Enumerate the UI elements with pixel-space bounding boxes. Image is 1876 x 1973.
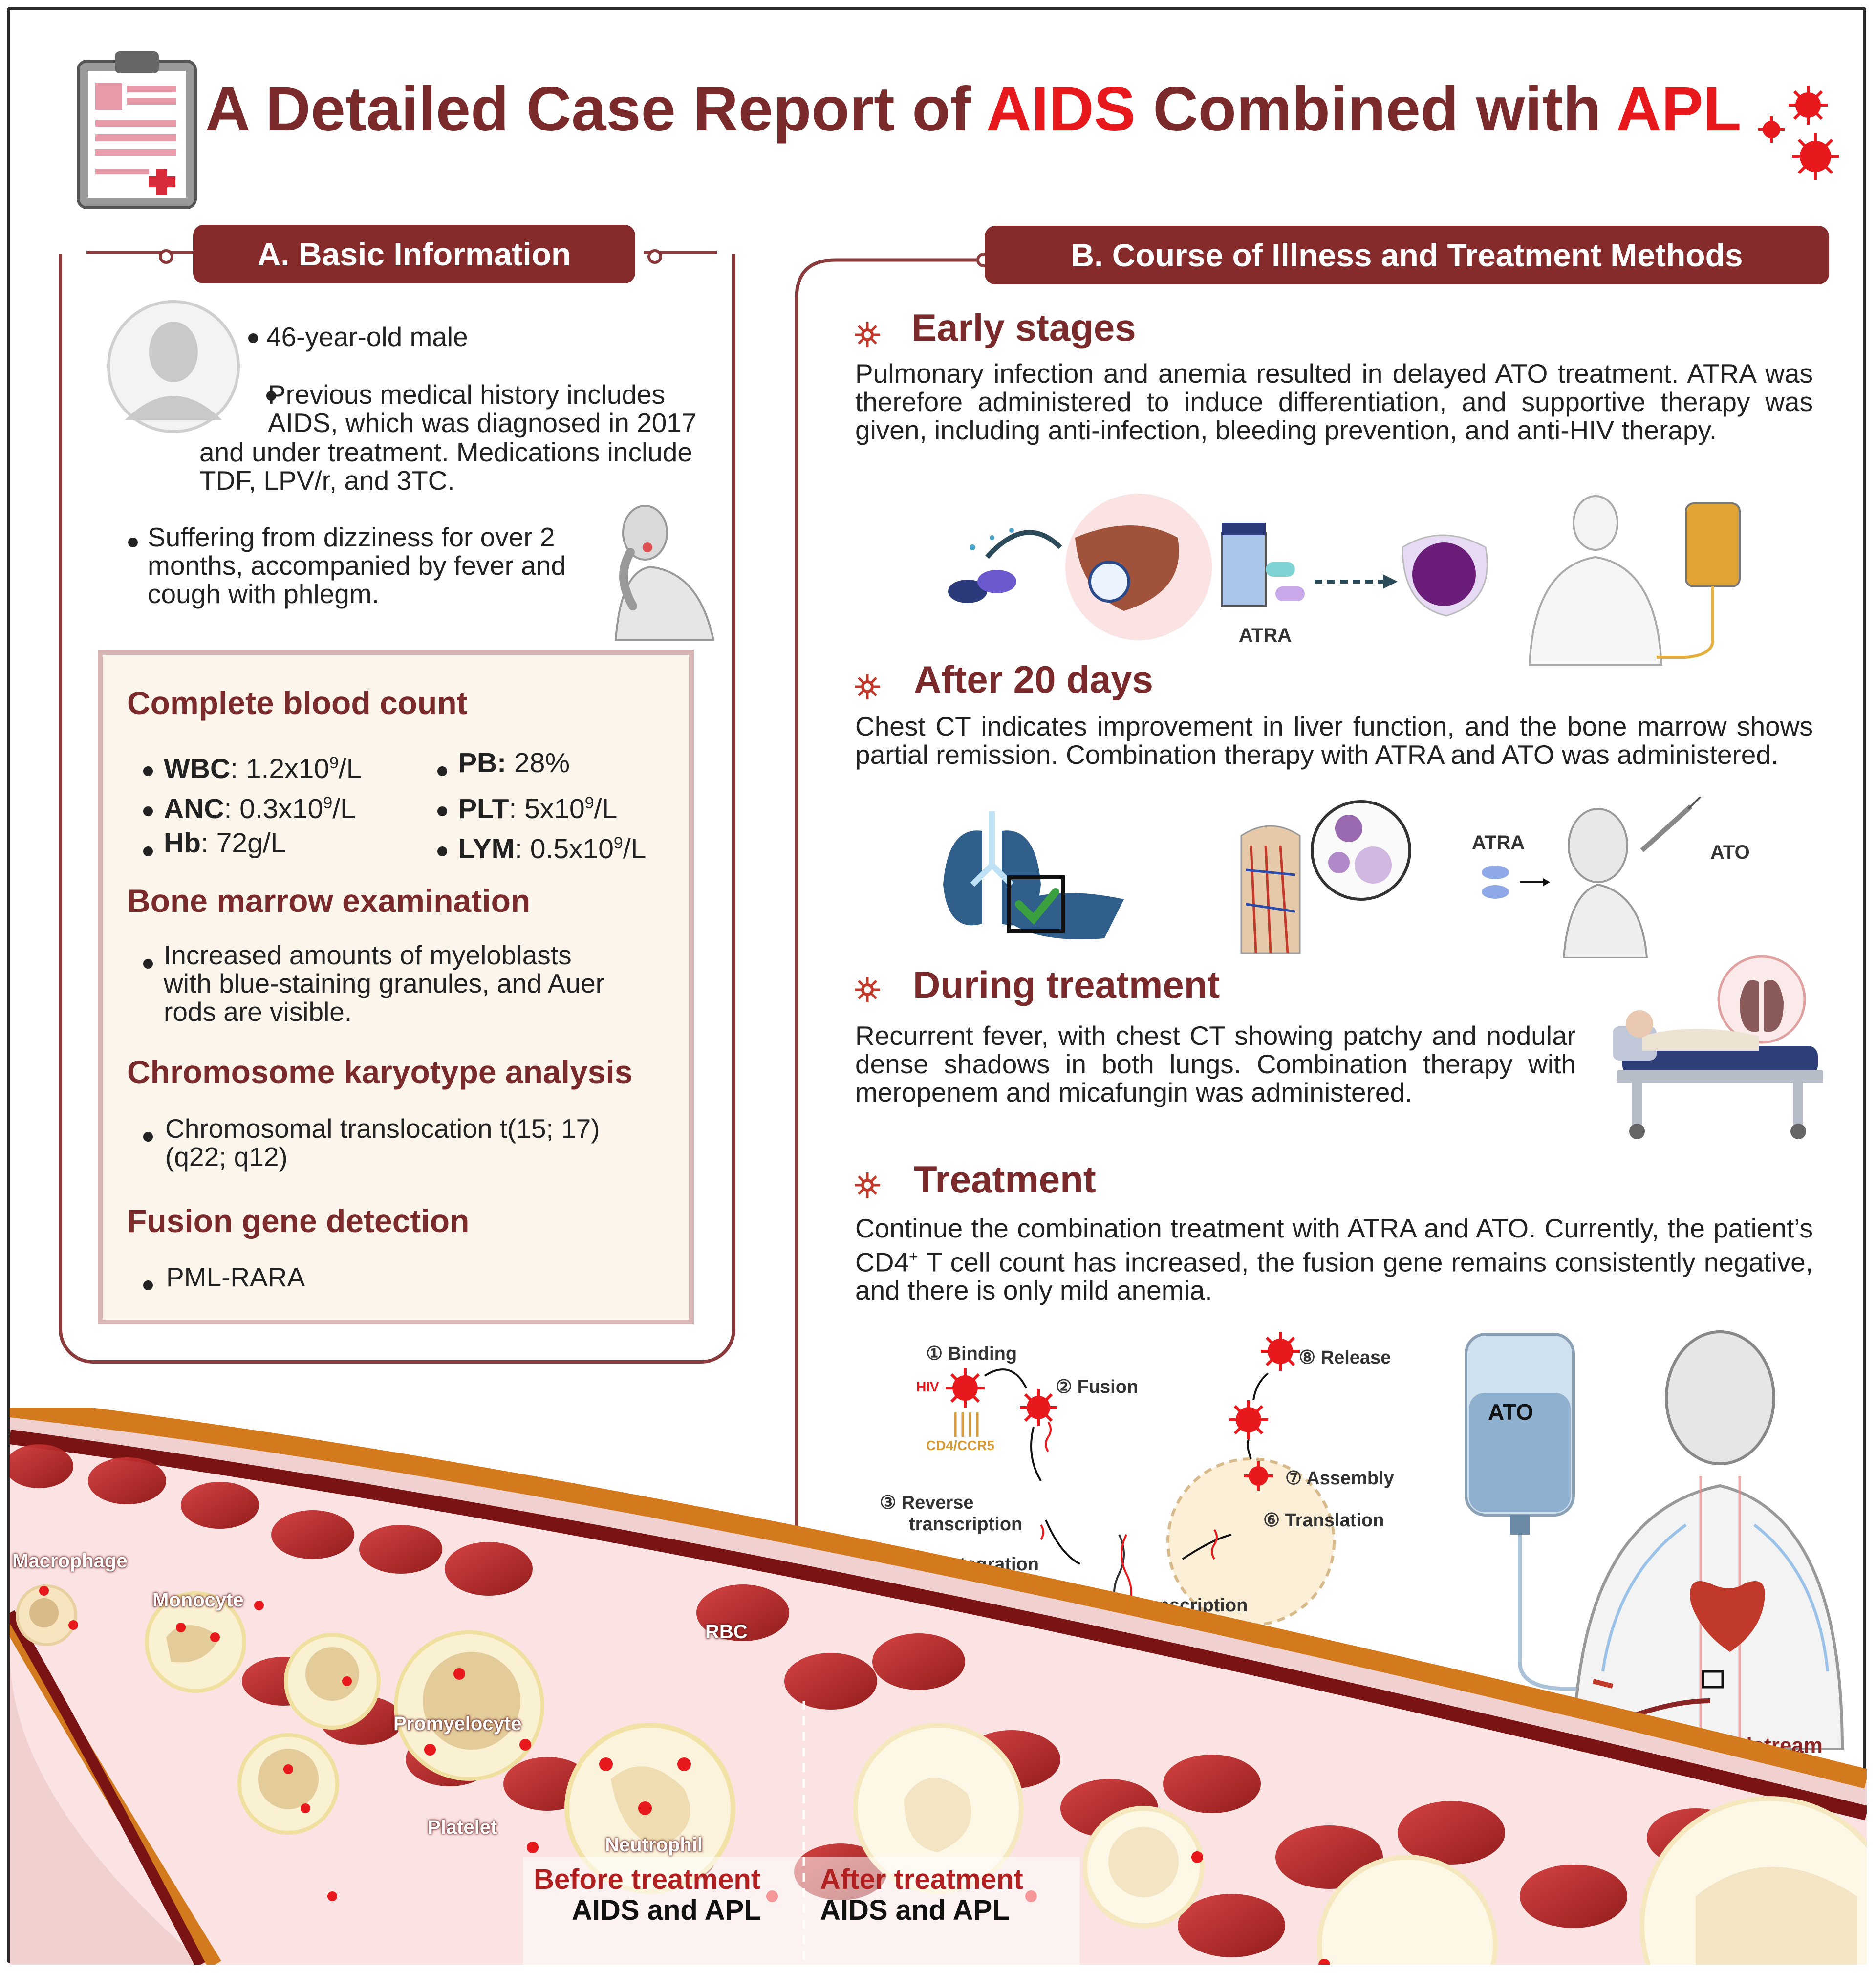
early-atra-label: ATRA xyxy=(1239,625,1292,646)
cbc-wbc: WBC: 1.2x109/L xyxy=(164,753,362,784)
treatment-title: Treatment xyxy=(914,1158,1096,1201)
sick-patient-illustration xyxy=(614,505,715,641)
day20-ato-label: ATO xyxy=(1710,842,1750,863)
bm-line-2: with blue-staining granules, and Auer xyxy=(164,968,604,998)
promyelocyte-label: Promyelocyte xyxy=(393,1713,522,1735)
step-reverse: ③ Reverse xyxy=(880,1493,974,1513)
cbc-lym: LYM: 0.5x109/L xyxy=(458,833,647,865)
history-line-2: AIDS, which was diagnosed in 2017 xyxy=(268,408,697,438)
early-stages-title: Early stages xyxy=(911,306,1136,349)
history-line-1: Previous medical history includes xyxy=(268,379,666,410)
step-binding: ① Binding xyxy=(926,1344,1017,1364)
platelet-label: Platelet xyxy=(428,1817,497,1838)
connector-dot xyxy=(159,249,173,264)
after-20-days-title: After 20 days xyxy=(914,658,1153,701)
early-stages-text: Pulmonary infection and anemia resulted … xyxy=(855,358,1813,445)
header-course-of-illness: B. Course of Illness and Treatment Metho… xyxy=(985,226,1829,284)
age-sex-text: 46-year-old male xyxy=(266,322,468,352)
hiv-label: HIV xyxy=(916,1379,939,1394)
blood-vessel-illustration xyxy=(10,1408,1867,1965)
cbc-hb: Hb: 72g/L xyxy=(164,827,286,859)
virus-bullet-icon xyxy=(855,674,880,699)
after-treatment-sub: AIDS and APL xyxy=(820,1894,1010,1926)
neutrophil-label: Neutrophil xyxy=(605,1834,703,1856)
ato-bag-label: ATO xyxy=(1488,1399,1533,1425)
step-translation: ⑥ Translation xyxy=(1263,1510,1384,1531)
before-treatment-sub: AIDS and APL xyxy=(572,1894,761,1926)
after-20-days-text: Chest CT indicates improvement in liver … xyxy=(855,711,1813,770)
virus-icon xyxy=(1758,86,1839,180)
hiv-lifecycle-diagram xyxy=(946,1332,1336,1626)
lab-results-box xyxy=(98,650,694,1324)
cbc-plt: PLT: 5x109/L xyxy=(458,793,618,824)
connector-dot xyxy=(647,249,662,264)
hospital-bed-illustration xyxy=(1613,955,1823,1139)
cbc-pb: PB: 28% xyxy=(458,747,570,779)
during-treatment-title: During treatment xyxy=(913,963,1220,1006)
before-treatment-label: Before treatment xyxy=(534,1864,761,1895)
step-assembly: ⑦ Assembly xyxy=(1285,1468,1394,1489)
patient-avatar xyxy=(107,300,240,433)
after-20-days-illustration xyxy=(943,797,1702,958)
panel-basic-information xyxy=(59,251,735,1364)
macrophage-label: Macrophage xyxy=(12,1550,128,1572)
cbc-title: Complete blood count xyxy=(127,685,468,721)
symptom-line-1: Suffering from dizziness for over 2 xyxy=(148,522,555,552)
bm-line-1: Increased amounts of myeloblasts xyxy=(164,940,572,970)
rbc-label: RBC xyxy=(705,1621,748,1643)
after-treatment-label: After treatment xyxy=(820,1864,1023,1895)
symptom-line-3: cough with phlegm. xyxy=(148,579,379,609)
during-treatment-text: Recurrent fever, with chest CT showing p… xyxy=(855,1020,1576,1107)
step-fusion: ② Fusion xyxy=(1056,1377,1139,1397)
receptor-label: CD4/CCR5 xyxy=(926,1438,995,1453)
virus-bullet-icon xyxy=(855,1172,880,1198)
history-line-3: and under treatment. Medications include xyxy=(199,437,692,467)
treatment-text: Continue the combination treatment with … xyxy=(855,1213,1813,1306)
virus-bullet-icon xyxy=(855,322,880,347)
karyotype-line-1: Chromosomal translocation t(15; 17) xyxy=(165,1113,600,1144)
step-reverse-2: transcription xyxy=(909,1514,1023,1535)
day20-atra-label: ATRA xyxy=(1472,832,1525,853)
step-release: ⑧ Release xyxy=(1299,1347,1391,1368)
header-basic-information: A. Basic Information xyxy=(193,225,635,283)
fusion-gene-title: Fusion gene detection xyxy=(127,1203,470,1239)
bone-marrow-title: Bone marrow examination xyxy=(127,883,531,919)
virus-bullet-icon xyxy=(855,977,880,1002)
clipboard-icon xyxy=(77,51,197,209)
symptom-line-2: months, accompanied by fever and xyxy=(148,550,566,581)
ato-infusion-illustration xyxy=(1465,1330,1844,1750)
monocyte-label: Monocyte xyxy=(152,1589,244,1611)
karyotype-line-2: (q22; q12) xyxy=(165,1142,288,1172)
fusion-gene-text: PML-RARA xyxy=(166,1262,305,1292)
bm-line-3: rods are visible. xyxy=(164,997,352,1027)
history-line-4: TDF, LPV/r, and 3TC. xyxy=(199,465,455,496)
early-stages-illustration xyxy=(948,494,1741,666)
karyotype-title: Chromosome karyotype analysis xyxy=(127,1054,633,1090)
page-title: A Detailed Case Report of AIDS Combined … xyxy=(205,74,1742,144)
cbc-anc: ANC: 0.3x109/L xyxy=(164,793,356,824)
